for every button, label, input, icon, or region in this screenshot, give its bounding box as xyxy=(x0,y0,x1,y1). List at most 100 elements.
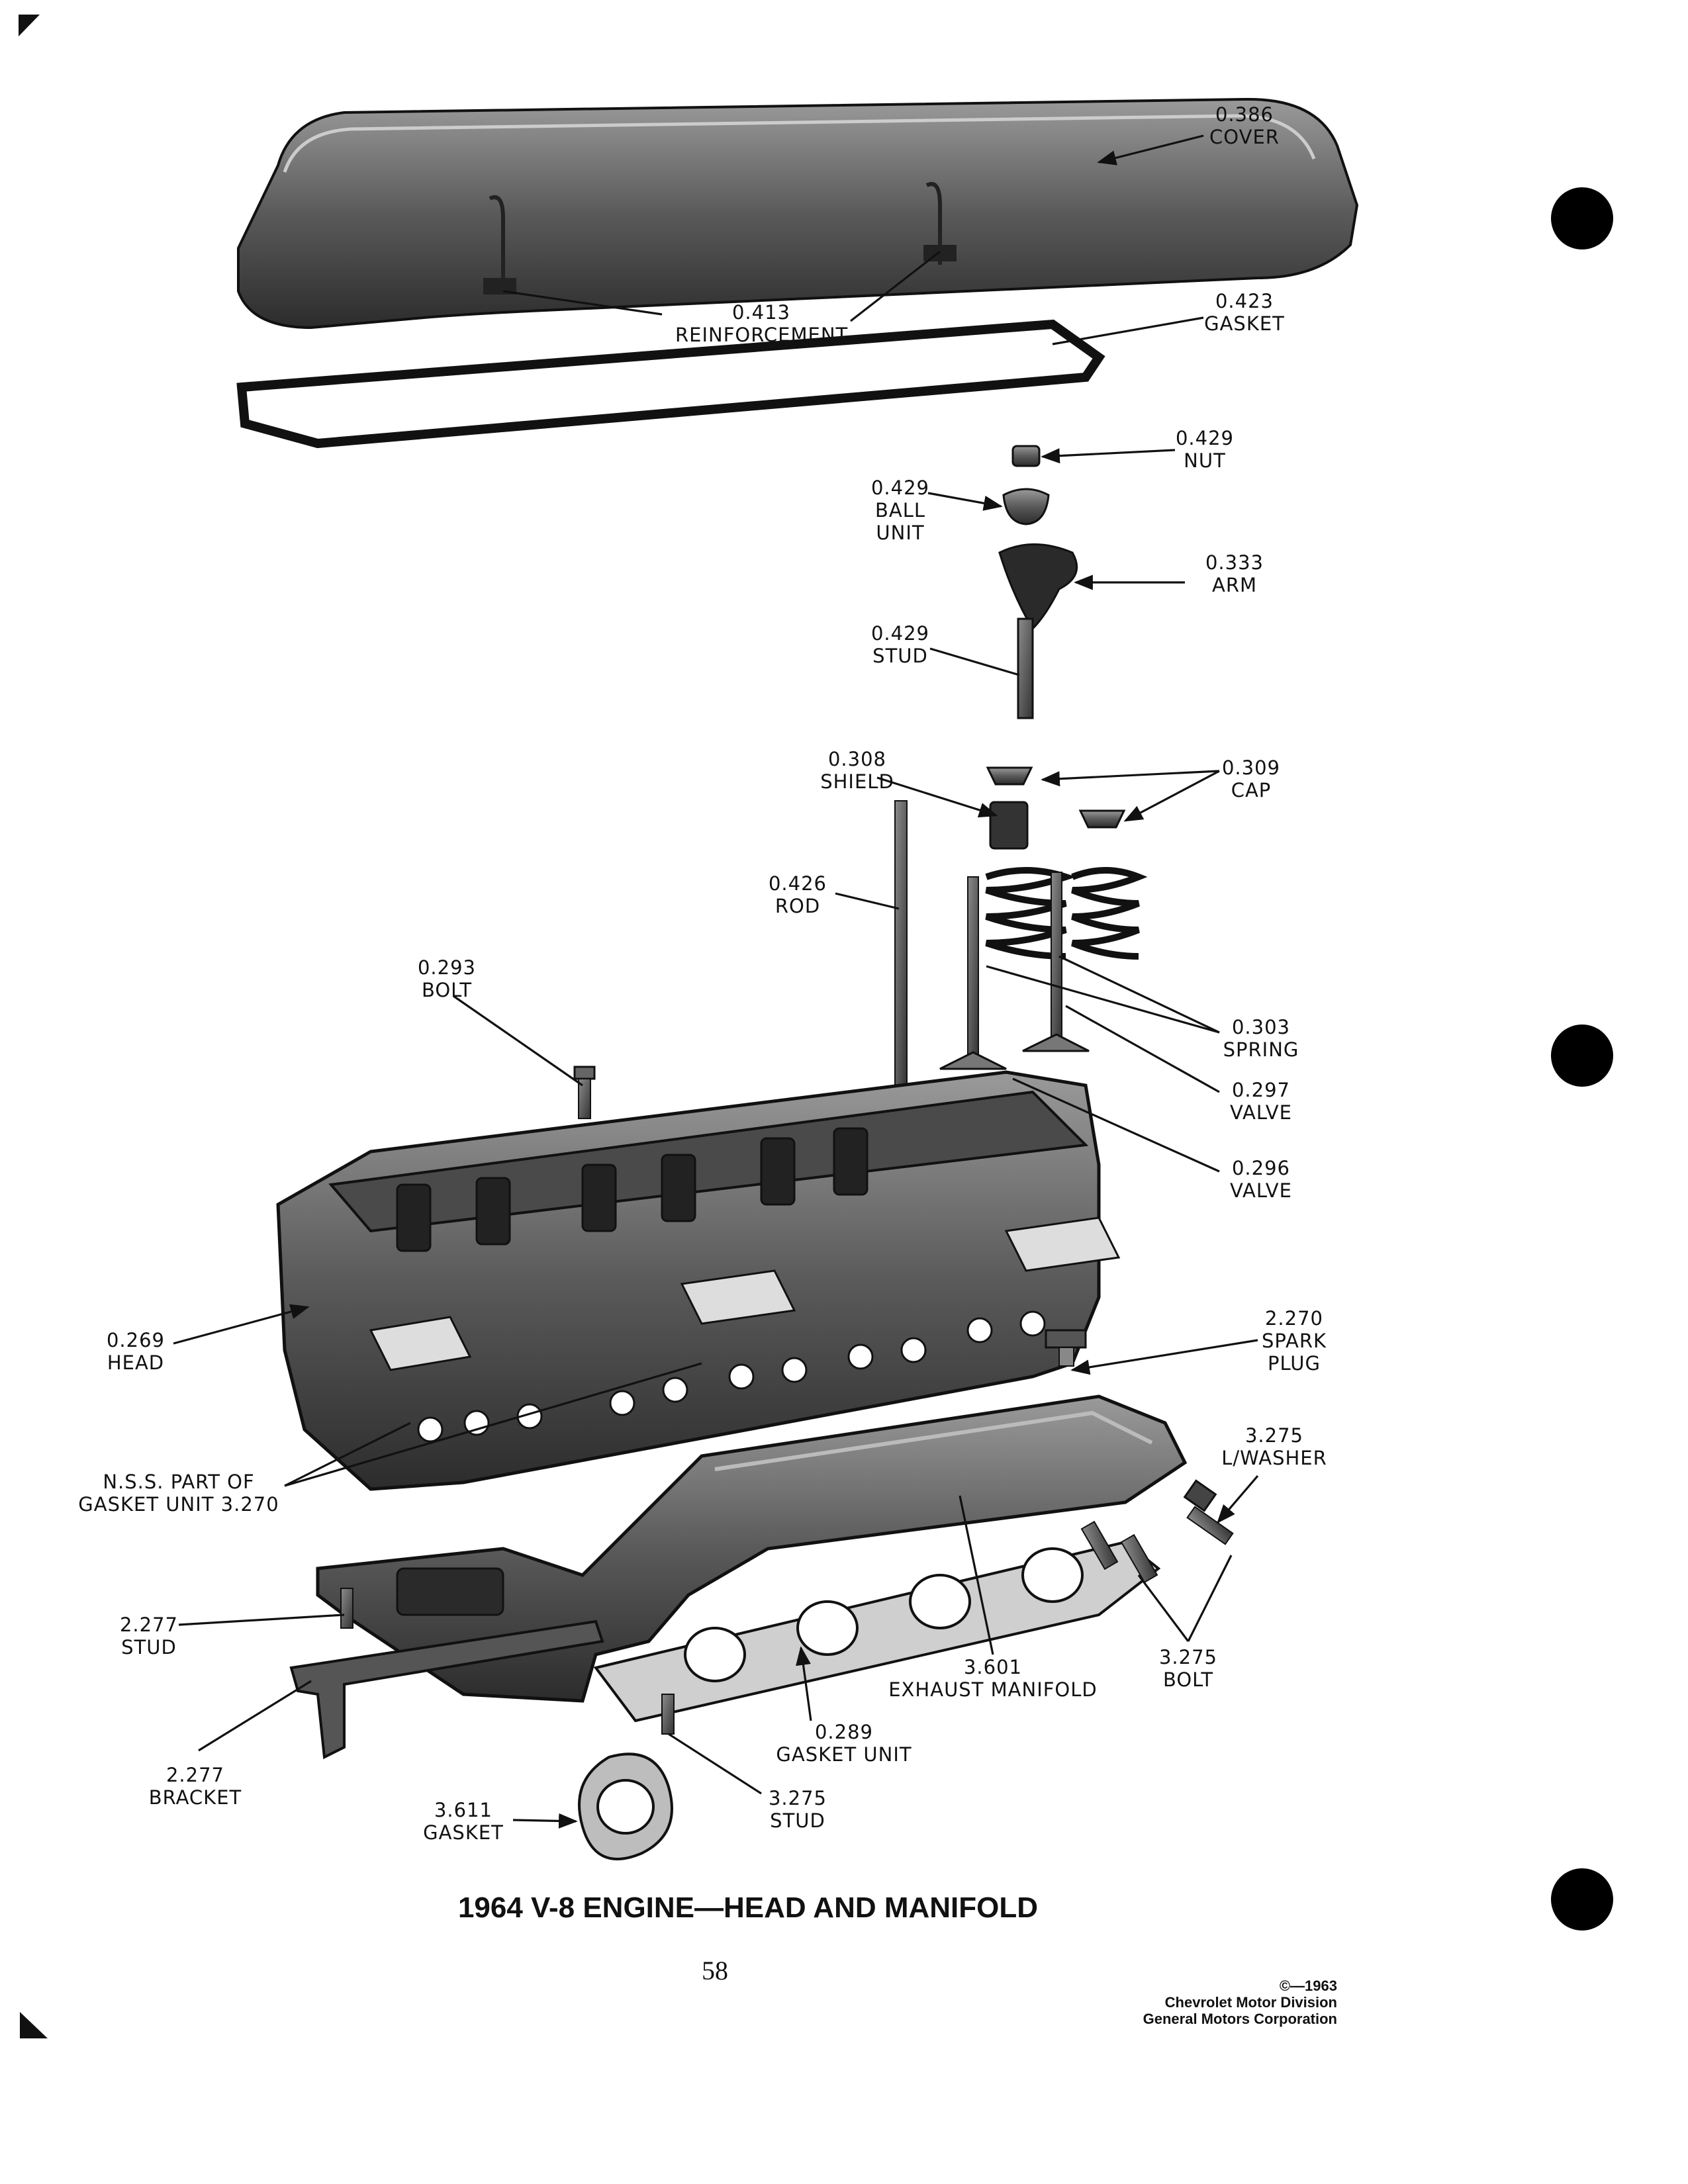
callout-part-name: BRACKET xyxy=(148,1786,242,1809)
callout-ball-unit: 0.429 BALL UNIT xyxy=(857,477,943,544)
manifold-gasket-unit xyxy=(593,1540,1161,1723)
exhaust-manifold xyxy=(316,1394,1188,1703)
callout-number: 0.297 xyxy=(1231,1079,1291,1101)
callout-bracket: 2.277 BRACKET xyxy=(142,1764,248,1809)
callout-stud-bracket: 2.277 STUD xyxy=(106,1614,192,1659)
manifold-bracket xyxy=(289,1619,604,1760)
punch-hole-bottom xyxy=(1551,1868,1613,1931)
lock-washer-bolt xyxy=(1183,1479,1234,1545)
callout-number: 2.277 xyxy=(119,1614,179,1636)
callout-exhaust-manifold: 3.601 EXHAUST MANIFOLD xyxy=(880,1656,1105,1701)
leader-lines xyxy=(173,134,1259,1829)
cylinder-head xyxy=(276,1070,1121,1491)
callout-part-name: VALVE xyxy=(1230,1101,1292,1124)
copyright-block: ©—1963 Chevrolet Motor Division General … xyxy=(1072,1978,1337,2027)
callout-shield: 0.308 SHIELD xyxy=(811,748,904,793)
callout-number: 0.289 xyxy=(814,1721,874,1743)
callout-number: 0.426 xyxy=(768,872,827,895)
callout-valve-297: 0.297 VALVE xyxy=(1211,1079,1311,1124)
manifold-studs xyxy=(340,1588,675,1735)
callout-part-name: REINFORCEMENT xyxy=(675,324,849,346)
callout-number: 0.309 xyxy=(1221,756,1281,779)
valve-shield xyxy=(989,801,1029,850)
callout-reinforcement: 0.413 REINFORCEMENT xyxy=(675,301,847,346)
callout-part-name: BOLT xyxy=(421,979,473,1001)
callout-nss-gasket: N.S.S. PART OF GASKET UNIT 3.270 xyxy=(66,1471,291,1516)
callout-head: 0.269 HEAD xyxy=(93,1329,179,1374)
callout-part-name: COVER xyxy=(1209,126,1280,148)
callout-number: 0.413 xyxy=(731,301,791,324)
callout-number: 3.275 xyxy=(768,1787,827,1809)
rocker-cover xyxy=(237,97,1359,330)
ball-unit xyxy=(1002,488,1050,525)
callout-note-line2: GASKET UNIT 3.270 xyxy=(78,1493,279,1516)
callout-number: 0.308 xyxy=(827,748,887,770)
callout-part-name: CAP xyxy=(1231,779,1272,801)
callout-cover: 0.386 COVER xyxy=(1198,103,1291,148)
punch-hole-top xyxy=(1551,187,1613,250)
corner-mark-top xyxy=(19,15,40,36)
rocker-stud xyxy=(1017,617,1034,719)
callout-part-name: HEAD xyxy=(107,1351,165,1374)
valve-cap-left xyxy=(986,766,1033,786)
callout-number: 0.386 xyxy=(1215,103,1274,126)
cover-gasket xyxy=(236,319,1105,449)
valve-intake xyxy=(939,876,1007,1070)
callout-spring: 0.303 SPRING xyxy=(1211,1016,1311,1061)
callout-part-name-2: PLUG xyxy=(1268,1352,1321,1375)
copyright-corporation: General Motors Corporation xyxy=(1143,2011,1337,2027)
push-rod xyxy=(894,800,908,1093)
callout-number: 2.270 xyxy=(1264,1307,1324,1330)
callout-part-name: STUD xyxy=(872,645,928,667)
callout-number: 3.611 xyxy=(434,1799,493,1821)
callout-part-name: BOLT xyxy=(1162,1668,1214,1691)
callout-part-name: GASKET xyxy=(423,1821,504,1844)
callout-number: 3.275 xyxy=(1158,1646,1218,1668)
callout-part-name: STUD xyxy=(770,1809,825,1832)
callout-stud-flange: 3.275 STUD xyxy=(755,1787,841,1832)
punch-hole-middle xyxy=(1551,1024,1613,1087)
page-number: 58 xyxy=(702,1956,728,1985)
corner-mark-bottom xyxy=(20,2012,48,2038)
flange-gasket xyxy=(578,1752,673,1860)
callout-number: 0.429 xyxy=(870,622,930,645)
callout-part-name: ROD xyxy=(774,895,821,917)
callout-part-name: SHIELD xyxy=(820,770,894,793)
rocker-nut xyxy=(1011,445,1041,467)
spark-plug xyxy=(1045,1329,1087,1367)
callout-number: 0.333 xyxy=(1205,551,1264,574)
callout-gasket-flange: 3.611 GASKET xyxy=(414,1799,513,1844)
callout-part-name: GASKET UNIT xyxy=(776,1743,912,1766)
callout-part-name: NUT xyxy=(1184,449,1226,472)
callout-part-name: STUD xyxy=(121,1636,177,1659)
callout-number: 0.293 xyxy=(417,956,477,979)
callout-part-name: GASKET xyxy=(1204,312,1285,335)
callout-nut: 0.429 NUT xyxy=(1162,427,1248,472)
head-bolt xyxy=(573,1066,596,1119)
manifold-bolts xyxy=(1080,1520,1158,1584)
callout-gasket-unit: 0.289 GASKET UNIT xyxy=(768,1721,920,1766)
callout-valve-296: 0.296 VALVE xyxy=(1211,1157,1311,1202)
callout-part-name-2: UNIT xyxy=(876,522,925,544)
callout-cap: 0.309 CAP xyxy=(1205,756,1297,801)
valve-exhaust xyxy=(1022,872,1090,1052)
callout-bolt-head: 0.293 BOLT xyxy=(404,956,490,1001)
callout-number: 0.269 xyxy=(106,1329,165,1351)
page-title: 1964 V-8 ENGINE—HEAD AND MANIFOLD xyxy=(457,1891,1039,1924)
callout-part-name: ARM xyxy=(1211,574,1257,596)
callout-arm: 0.333 ARM xyxy=(1192,551,1278,596)
callout-number: 0.423 xyxy=(1215,290,1274,312)
callout-number: 0.303 xyxy=(1231,1016,1291,1038)
callout-number: 3.275 xyxy=(1244,1424,1304,1447)
callout-number: 2.277 xyxy=(165,1764,225,1786)
callout-part-name: VALVE xyxy=(1230,1179,1292,1202)
callout-number: 0.429 xyxy=(1175,427,1235,449)
valve-cap-right xyxy=(1078,809,1126,829)
copyright-year: ©—1963 xyxy=(1279,1978,1337,1994)
callout-part-name: BALL xyxy=(874,499,926,522)
callout-number: 0.296 xyxy=(1231,1157,1291,1179)
callout-note-line1: N.S.S. PART OF xyxy=(103,1471,255,1493)
callout-part-name: SPRING xyxy=(1223,1038,1299,1061)
callout-part-name: L/WASHER xyxy=(1221,1447,1327,1469)
callout-spark-plug: 2.270 SPARK PLUG xyxy=(1251,1307,1337,1375)
